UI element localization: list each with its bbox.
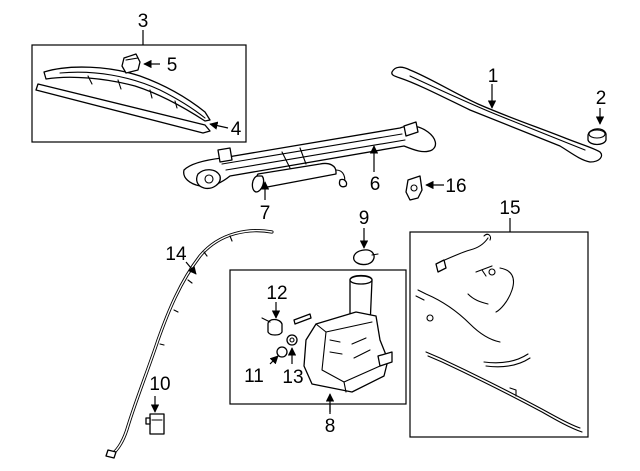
- callout-5: 5: [167, 55, 178, 76]
- callout-10: 10: [149, 374, 170, 395]
- blade-clip-part: [121, 53, 141, 74]
- bracket-part: [405, 175, 423, 201]
- callout-15: 15: [499, 198, 520, 219]
- blade-group-box: [31, 30, 247, 143]
- washer-reservoir-part: [303, 274, 393, 393]
- washer-nozzle-part: [353, 249, 379, 266]
- nut-cap-part: [587, 128, 607, 146]
- washer-pump-part: [145, 413, 165, 435]
- callout-14: 14: [165, 244, 187, 265]
- callout-7: 7: [260, 203, 271, 224]
- callout-4: 4: [231, 119, 242, 140]
- wiper-blade-part: [35, 66, 211, 134]
- callout-1: 1: [488, 66, 499, 87]
- callout-6: 6: [370, 174, 381, 195]
- washer-tube-parts: [415, 233, 583, 433]
- callout-8: 8: [325, 416, 336, 437]
- wiper-arm-part: [391, 66, 603, 163]
- callout-labels: 1 2 3 4 5 6 7 8 9 10 11 12 13 14 15 16: [138, 11, 607, 437]
- callout-11: 11: [244, 366, 264, 387]
- washer-hose-part: [105, 229, 274, 459]
- callout-13: 13: [282, 367, 303, 388]
- tube-group-box: [409, 218, 589, 438]
- callout-9: 9: [359, 208, 370, 229]
- callout-12: 12: [266, 283, 287, 304]
- reservoir-fasteners: [261, 313, 312, 358]
- callout-leaders: [143, 59, 605, 413]
- callout-16: 16: [445, 176, 466, 197]
- wiper-linkage-part: [183, 121, 437, 193]
- callout-3: 3: [138, 11, 149, 32]
- callout-2: 2: [596, 88, 607, 109]
